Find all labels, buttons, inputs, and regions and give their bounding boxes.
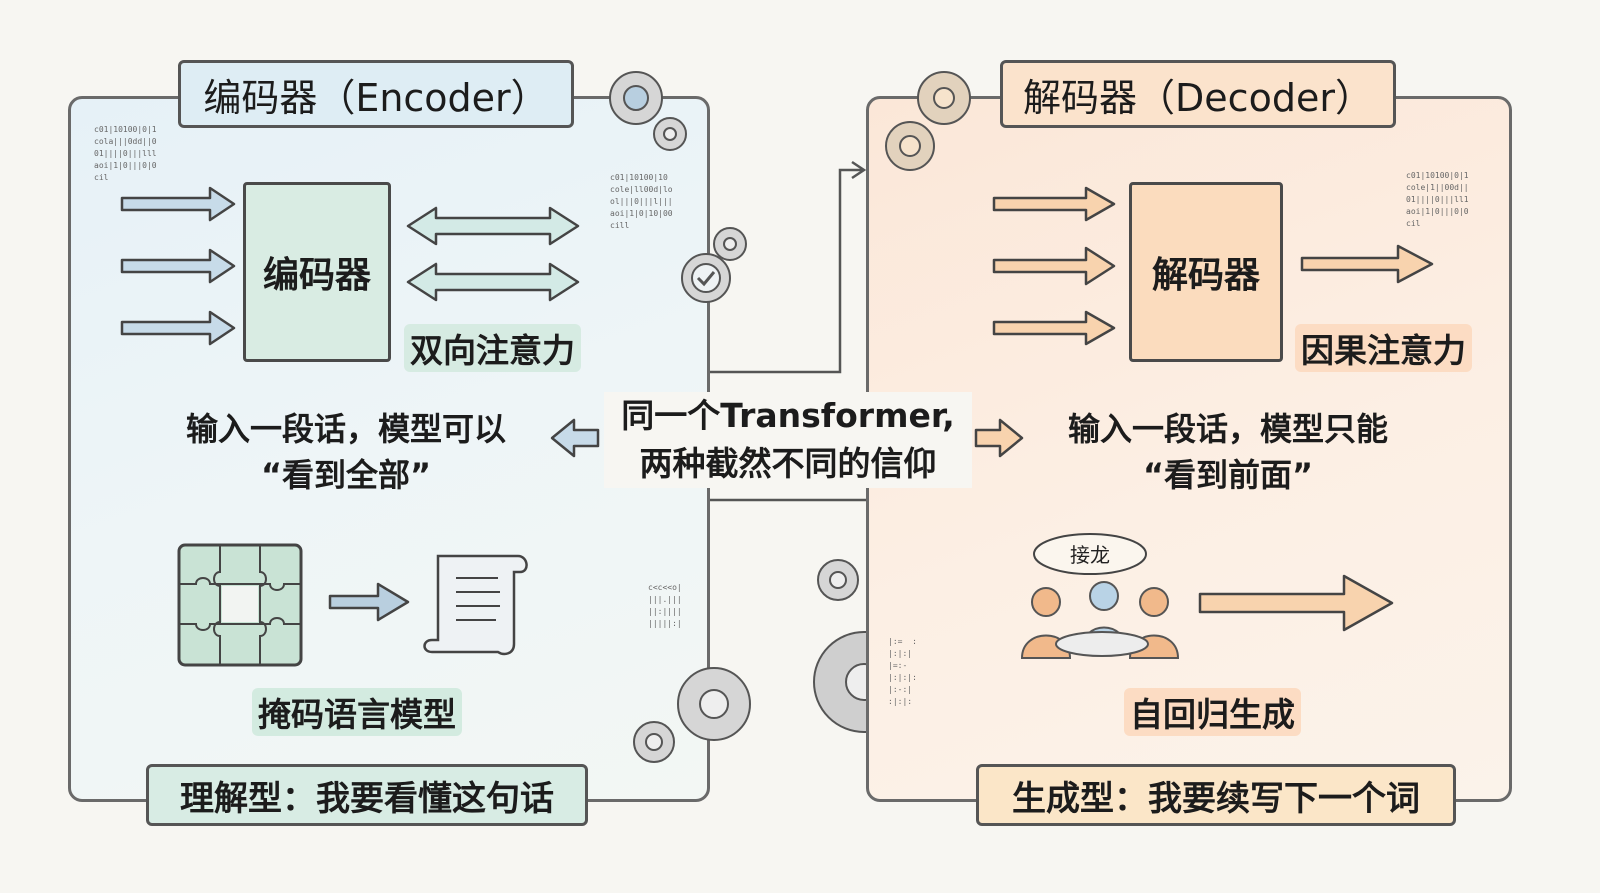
- mask-arrow-icon: [328, 582, 410, 622]
- decoder-title: 解码器（Decoder）: [1000, 60, 1396, 128]
- left-pointing-arrow-icon: [550, 418, 600, 458]
- center-line1: 同一个Transformer,: [621, 396, 955, 435]
- puzzle-icon: [177, 543, 303, 667]
- bidirectional-arrows-icon: [406, 206, 580, 302]
- encoder-code-decoration-right: c01|10100|10 cole|ll00d|lo ol|||0|||l|||…: [610, 173, 673, 230]
- encoder-description-line2: “看到全部”: [260, 456, 432, 494]
- encoder-title: 编码器（Encoder）: [178, 60, 574, 128]
- decoder-output-arrow-icon: [1300, 244, 1434, 284]
- gear-icon: [633, 667, 751, 763]
- generation-arrow-icon: [1198, 574, 1394, 632]
- decoder-code-decoration: c01|10100|0|1 cole|1||00d|| 01||||0|||ll…: [1406, 171, 1469, 228]
- center-statement: 同一个Transformer, 两种截然不同的信仰: [604, 392, 972, 488]
- encoder-code-decoration: c01|10100|0|1 cola|||0dd||0 01||||0|||ll…: [94, 125, 157, 182]
- gear-icon: [885, 71, 971, 171]
- gear-icon: [817, 559, 859, 601]
- encoder-input-arrows: [120, 186, 236, 346]
- encoder-code-decoration-bottom: c<c<<o| |||.||| ||:|||| |||||:|: [648, 583, 682, 628]
- decoder-attention-label: 因果注意力: [1295, 324, 1472, 372]
- decoder-description-line2: “看到前面”: [1142, 456, 1314, 494]
- encoder-description-line1: 输入一段话，模型可以: [185, 410, 506, 448]
- encoder-block: 编码器: [243, 182, 391, 362]
- decoder-block: 解码器: [1129, 182, 1283, 362]
- decoder-description: 输入一段话，模型只能 “看到前面”: [1030, 406, 1426, 498]
- gear-icon: [813, 631, 866, 733]
- center-line2: 两种截然不同的信仰: [639, 444, 937, 483]
- people-relay-icon: 接龙: [1020, 533, 1180, 659]
- decoder-input-arrows: [992, 186, 1116, 346]
- encoder-description: 输入一段话，模型可以 “看到全部”: [148, 406, 544, 498]
- gear-icon: [609, 71, 687, 151]
- check-gear-icon: [681, 227, 747, 303]
- decoder-code-decoration-left: |:= : |:|:| |=:- |:|:|: |:-:| :|:|:: [888, 637, 917, 706]
- right-pointing-arrow-icon: [974, 418, 1024, 458]
- decoder-summary: 生成型：我要续写下一个词: [976, 764, 1456, 826]
- decoder-description-line1: 输入一段话，模型只能: [1067, 410, 1388, 448]
- encoder-attention-label: 双向注意力: [404, 324, 581, 372]
- encoder-task-label: 掩码语言模型: [252, 688, 462, 736]
- decoder-task-label: 自回归生成: [1124, 688, 1301, 736]
- speech-bubble-text: 接龙: [1070, 543, 1110, 567]
- document-scroll-icon: [423, 554, 528, 656]
- encoder-summary: 理解型：我要看懂这句话: [146, 764, 588, 826]
